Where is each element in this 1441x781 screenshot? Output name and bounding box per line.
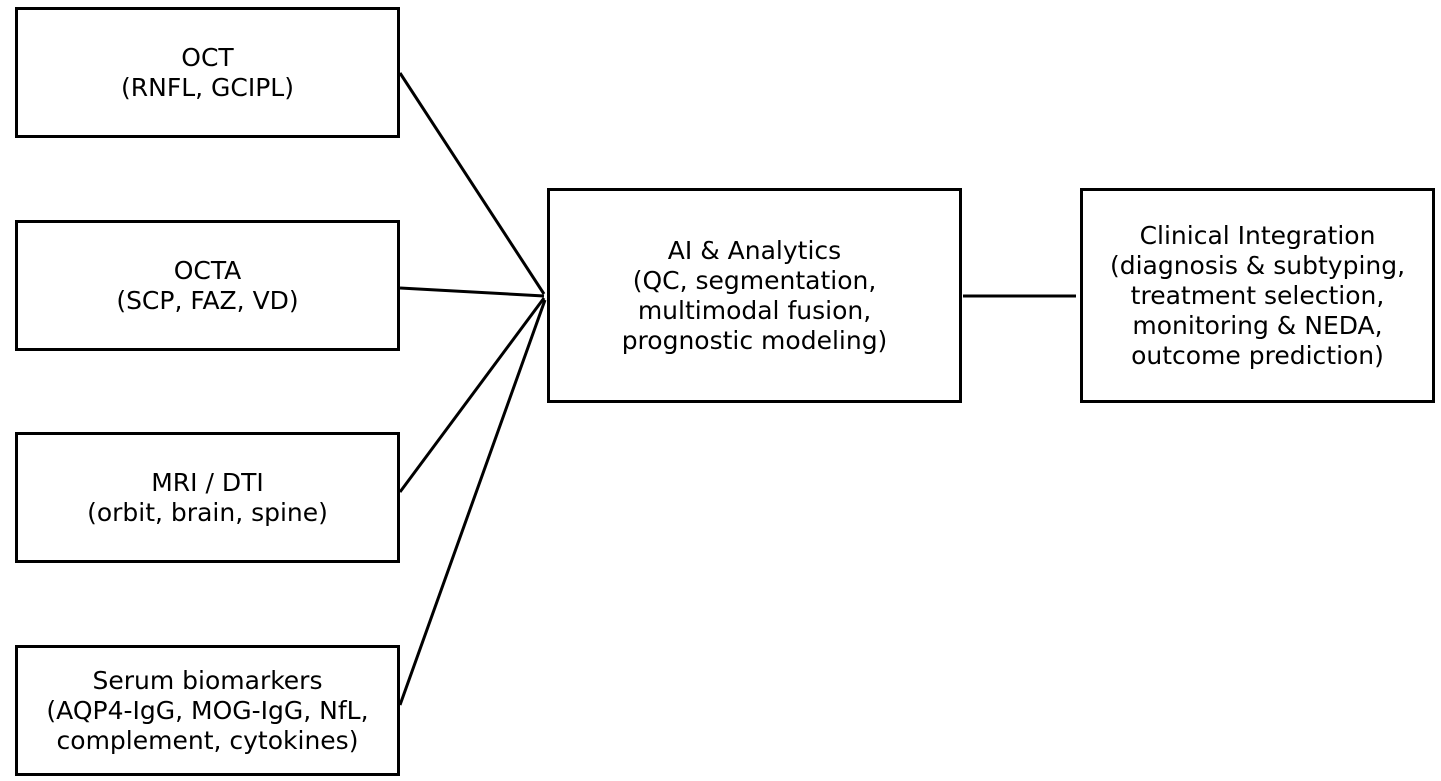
edge-serum-to-analytics xyxy=(398,299,547,706)
octa-title: OCTA xyxy=(173,255,242,285)
serum-biomarkers-box: Serum biomarkers (AQP4-IgG, MOG-IgG, NfL… xyxy=(15,645,400,776)
octa-subtitle: (SCP, FAZ, VD) xyxy=(116,285,299,315)
edge-octa-to-analytics xyxy=(399,286,545,298)
oct-box: OCT (RNFL, GCIPL) xyxy=(15,7,400,138)
edge-oct-to-analytics xyxy=(398,72,546,295)
ai-analytics-detail-3: prognostic modeling) xyxy=(621,325,888,355)
ai-analytics-box: AI & Analytics (QC, segmentation, multim… xyxy=(547,188,962,403)
octa-box: OCTA (SCP, FAZ, VD) xyxy=(15,220,400,351)
oct-title: OCT xyxy=(181,42,234,72)
clinical-integration-detail-1: (diagnosis & subtyping, xyxy=(1109,250,1406,280)
edge-mri-to-analytics xyxy=(398,297,546,493)
serum-biomarkers-detail-1: (AQP4-IgG, MOG-IgG, NfL, xyxy=(46,695,369,725)
oct-subtitle: (RNFL, GCIPL) xyxy=(121,72,294,102)
ai-analytics-title: AI & Analytics xyxy=(667,235,842,265)
ai-analytics-detail-1: (QC, segmentation, xyxy=(632,265,877,295)
clinical-integration-box: Clinical Integration (diagnosis & subtyp… xyxy=(1080,188,1435,403)
serum-biomarkers-title: Serum biomarkers xyxy=(92,665,323,695)
clinical-integration-detail-4: outcome prediction) xyxy=(1131,340,1384,370)
clinical-integration-detail-2: treatment selection, xyxy=(1130,280,1385,310)
mri-dti-box: MRI / DTI (orbit, brain, spine) xyxy=(15,432,400,563)
ai-analytics-detail-2: multimodal fusion, xyxy=(637,295,872,325)
clinical-integration-detail-3: monitoring & NEDA, xyxy=(1132,310,1383,340)
serum-biomarkers-detail-2: complement, cytokines) xyxy=(56,725,359,755)
clinical-integration-title: Clinical Integration xyxy=(1139,220,1376,250)
mri-dti-subtitle: (orbit, brain, spine) xyxy=(87,497,328,527)
mri-dti-title: MRI / DTI xyxy=(151,467,264,497)
